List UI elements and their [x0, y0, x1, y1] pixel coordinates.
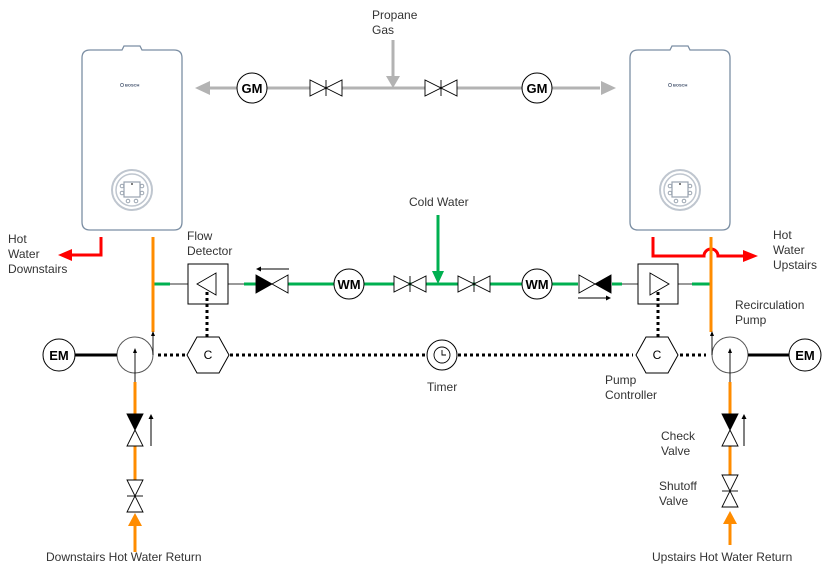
gas-shutoff-valve-left [309, 79, 343, 97]
hot-water-downstairs-label-2: Water [8, 247, 40, 261]
svg-text:WM: WM [525, 277, 548, 292]
pump-controller-label-2: Controller [605, 388, 657, 402]
hot-water-downstairs-line [58, 237, 103, 261]
water-heater-upstairs: BOSCH [629, 45, 731, 231]
hot-water-arrow-right-icon [743, 250, 758, 262]
shutoff-valve-upstairs [721, 474, 739, 508]
timer [426, 339, 458, 371]
svg-text:EM: EM [795, 348, 815, 363]
hot-water-arrow-left-icon [58, 249, 72, 261]
heater-brand: BOSCH [125, 83, 140, 88]
hot-water-upstairs-label-2: Water [773, 243, 805, 257]
shutoff-valve-downstairs [126, 479, 144, 513]
svg-text:C: C [653, 348, 662, 362]
gas-arrow-right-icon [601, 81, 616, 95]
cold-check-valve-right [578, 274, 612, 301]
recirculation-pump-right [710, 331, 749, 382]
gas-inlet-arrow-icon [386, 76, 400, 88]
check-valve-label-1: Check [661, 429, 696, 443]
return-arrow-up-icon [723, 511, 737, 524]
return-arrow-up-icon [128, 513, 142, 526]
cold-check-valve-left [255, 266, 289, 294]
electric-motor-left: EM [42, 338, 117, 372]
hot-water-upstairs-label-3: Upstairs [773, 258, 817, 272]
hot-water-downstairs-label-3: Downstairs [8, 262, 67, 276]
propane-gas-label-1: Propane [372, 8, 418, 22]
clock-icon [433, 346, 451, 364]
recirculation-pump-left [116, 331, 155, 382]
flow-detector-label-1: Flow [187, 229, 213, 243]
svg-text:GM: GM [242, 81, 263, 96]
downstairs-return-label: Downstairs Hot Water Return [46, 550, 202, 564]
water-meter-left: WM [333, 268, 365, 300]
shutoff-valve-label-1: Shutoff [659, 479, 697, 493]
svg-text:C: C [204, 348, 213, 362]
water-heater-downstairs: BOSCH [81, 45, 183, 231]
timer-label: Timer [427, 380, 457, 394]
flow-detector-right [637, 263, 679, 305]
controller-left: C [186, 336, 230, 374]
propane-gas-label-2: Gas [372, 23, 394, 37]
cold-water-label: Cold Water [409, 195, 469, 209]
recirculation-pump-label-1: Recirculation [735, 298, 804, 312]
control-wiring [158, 292, 706, 357]
hot-water-upstairs-line [651, 237, 758, 262]
heater-brand: BOSCH [673, 83, 688, 88]
cold-water-line [153, 215, 711, 286]
check-valve-label-2: Valve [661, 444, 690, 458]
cold-water-inlet-arrow-icon [432, 271, 444, 284]
pump-controller: C [635, 336, 679, 374]
cold-shutoff-valve-right [457, 275, 491, 293]
svg-text:WM: WM [337, 277, 360, 292]
cold-shutoff-valve-left [393, 275, 427, 293]
return-line-downstairs [128, 237, 155, 552]
water-meter-right: WM [521, 268, 553, 300]
pump-controller-label-1: Pump [605, 373, 637, 387]
recirculation-pump-label-2: Pump [735, 313, 767, 327]
bosch-logo-icon [668, 83, 672, 87]
svg-text:EM: EM [49, 348, 69, 363]
return-line-upstairs [709, 237, 737, 545]
check-valve-downstairs [126, 413, 154, 447]
electric-motor-right: EM [748, 338, 822, 372]
hot-water-downstairs-label-1: Hot [8, 232, 27, 246]
hot-water-upstairs-label-1: Hot [773, 228, 792, 242]
svg-text:GM: GM [527, 81, 548, 96]
check-valve-upstairs [721, 413, 747, 447]
gas-arrow-left-icon [195, 81, 210, 95]
upstairs-return-label: Upstairs Hot Water Return [652, 550, 792, 564]
bosch-logo-icon [120, 83, 124, 87]
gas-meter-left: GM [236, 72, 268, 104]
shutoff-valve-label-2: Valve [659, 494, 688, 508]
gas-shutoff-valve-right [424, 79, 458, 97]
gas-meter-right: GM [521, 72, 553, 104]
flow-detector-label-2: Detector [187, 244, 232, 258]
